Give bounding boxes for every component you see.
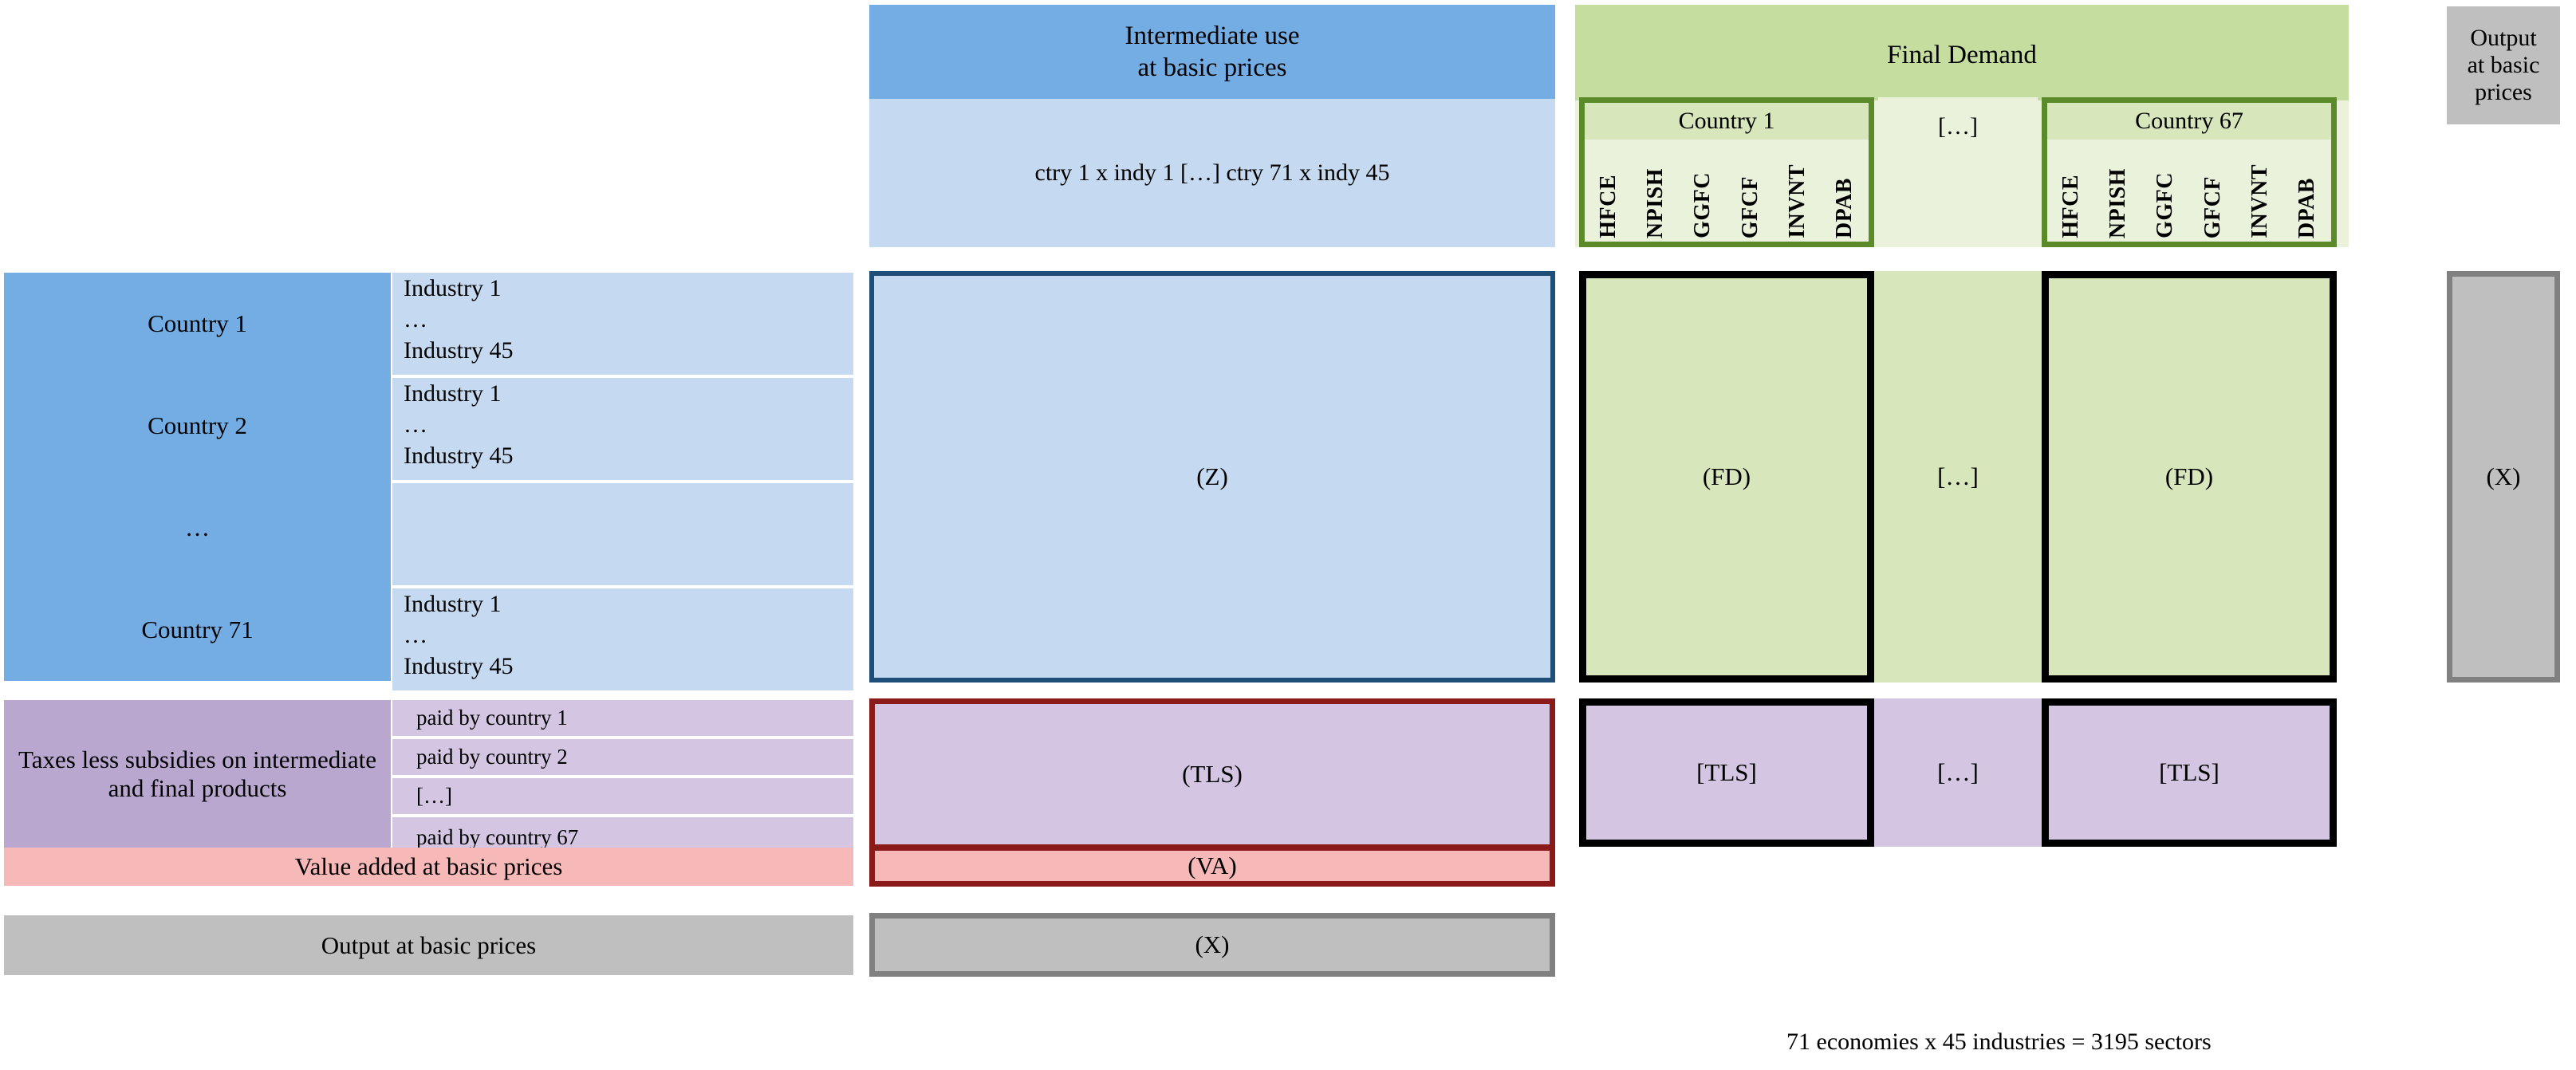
final-demand-country-1-label: Country 1	[1678, 108, 1775, 134]
fd-component-dpab-c1: DPAB	[1832, 177, 1857, 238]
matrix-cell-output-x-column: (X)	[2447, 271, 2560, 683]
fd-component-hfce-c1: HFCE	[1595, 175, 1621, 238]
fd-component-ggfc-c67: GGFC	[2153, 172, 2178, 238]
final-demand-country-67-header: Country 67 HFCE NPISH GGFC GFCF INVNT DP…	[2042, 97, 2337, 247]
row-header-tls-countries: paid by country 1 paid by country 2 […] …	[392, 700, 853, 857]
fd-component-dpab-c67: DPAB	[2294, 177, 2320, 238]
matrix-cell-tls-ellipsis: […]	[1878, 698, 2038, 847]
intermediate-use-header-line2: at basic prices	[1137, 53, 1287, 82]
final-demand-country-67-label: Country 67	[2135, 108, 2243, 134]
output-column-header-line1: Output	[2470, 25, 2537, 51]
industry-c1-last: Industry 45	[404, 337, 514, 364]
fd-component-invnt-c67: INVNT	[2247, 164, 2272, 238]
output-column-header-line2: at basic	[2467, 52, 2540, 78]
row-header-country-71: Country 71	[141, 616, 254, 643]
final-demand-ellipsis-header: […]	[1878, 97, 2038, 156]
industry-group-ellipsis	[392, 483, 853, 588]
industry-c1-first: Industry 1	[404, 275, 502, 301]
row-header-industry-column: Industry 1 … Industry 45 Industry 1 … In…	[392, 273, 853, 690]
row-header-country-column: Country 1 Country 2 … Country 71	[4, 273, 391, 681]
matrix-cell-va: (VA)	[869, 845, 1555, 887]
matrix-cell-tls-country-67: [TLS]	[2042, 698, 2337, 847]
output-column-header: Output at basic prices	[2447, 6, 2560, 124]
tls-row-country-2: paid by country 2	[392, 739, 853, 778]
final-demand-country-1-components: HFCE NPISH GGFC GFCF INVNT DPAB	[1585, 140, 1869, 242]
fd-component-hfce-c67: HFCE	[2058, 175, 2083, 238]
row-header-country-2: Country 2	[148, 411, 247, 439]
final-demand-header-band: Final Demand	[1575, 5, 2349, 105]
final-demand-header-label: Final Demand	[1887, 40, 2037, 69]
industry-c2-first: Industry 1	[404, 380, 502, 407]
fd-component-ggfc-c1: GGFC	[1690, 172, 1715, 238]
row-header-country-ellipsis: …	[185, 513, 210, 541]
row-header-tls-label: Taxes less subsidies on intermediate and…	[4, 700, 391, 848]
footnote-sector-count: 71 economies x 45 industries = 3195 sect…	[1786, 1029, 2212, 1055]
fd-component-npish-c1: NPISH	[1642, 167, 1668, 238]
intermediate-use-column-spec-text: ctry 1 x indy 1 […] ctry 71 x indy 45	[1034, 159, 1390, 186]
final-demand-country-1-header: Country 1 HFCE NPISH GGFC GFCF INVNT DPA…	[1579, 97, 1874, 247]
industry-group-country-1: Industry 1 … Industry 45	[392, 273, 853, 378]
industry-group-country-71: Industry 1 … Industry 45	[392, 588, 853, 690]
tls-row-country-1: paid by country 1	[392, 700, 853, 739]
fd-component-gfcf-c67: GFCF	[2200, 175, 2225, 238]
matrix-cell-fd-country-67: (FD)	[2042, 271, 2337, 683]
tls-row-ellipsis: […]	[392, 778, 853, 817]
industry-c2-last: Industry 45	[404, 443, 514, 469]
matrix-cell-z: (Z)	[869, 271, 1555, 683]
fd-component-gfcf-c1: GFCF	[1737, 175, 1763, 238]
row-header-output: Output at basic prices	[4, 915, 853, 975]
industry-c1-ellipsis: …	[404, 306, 427, 332]
fd-component-invnt-c1: INVNT	[1784, 164, 1810, 238]
industry-c71-ellipsis: …	[404, 622, 427, 648]
intermediate-use-header-line1: Intermediate use	[1125, 21, 1300, 50]
matrix-cell-output-x-row: (X)	[869, 913, 1555, 977]
matrix-cell-fd-country-1: (FD)	[1579, 271, 1874, 683]
industry-c2-ellipsis: …	[404, 411, 427, 438]
matrix-cell-tls-country-1: [TLS]	[1579, 698, 1874, 847]
industry-c71-first: Industry 1	[404, 591, 502, 617]
industry-c71-last: Industry 45	[404, 653, 514, 679]
output-column-header-line3: prices	[2475, 79, 2532, 105]
row-header-value-added: Value added at basic prices	[4, 848, 853, 886]
matrix-cell-fd-ellipsis: […]	[1878, 271, 2038, 683]
intermediate-use-header: Intermediate use at basic prices	[869, 5, 1555, 99]
row-header-country-1: Country 1	[148, 309, 247, 337]
final-demand-country-67-components: HFCE NPISH GGFC GFCF INVNT DPAB	[2047, 140, 2331, 242]
intermediate-use-column-spec: ctry 1 x indy 1 […] ctry 71 x indy 45	[869, 99, 1555, 247]
fd-component-npish-c67: NPISH	[2105, 167, 2130, 238]
industry-group-country-2: Industry 1 … Industry 45	[392, 378, 853, 483]
matrix-cell-tls: (TLS)	[869, 698, 1555, 850]
